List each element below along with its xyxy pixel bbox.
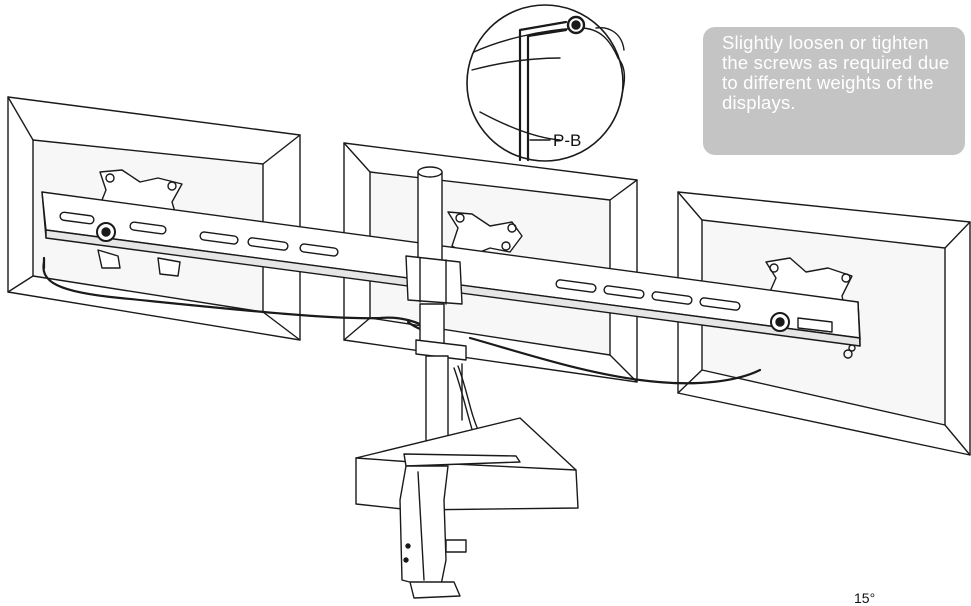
instruction-note-text: Slightly loosen or tighten the screws as… [722, 32, 950, 113]
hex-key-label: P-B [553, 131, 582, 150]
center-pole [405, 166, 481, 449]
instruction-note-box [703, 27, 965, 155]
corner-angle-mark: 15° [854, 590, 876, 606]
hex-key-icon [518, 20, 568, 162]
callout-magnifier [466, 4, 626, 162]
desk-clamp [399, 453, 521, 599]
center-vesa-plate [447, 211, 523, 257]
